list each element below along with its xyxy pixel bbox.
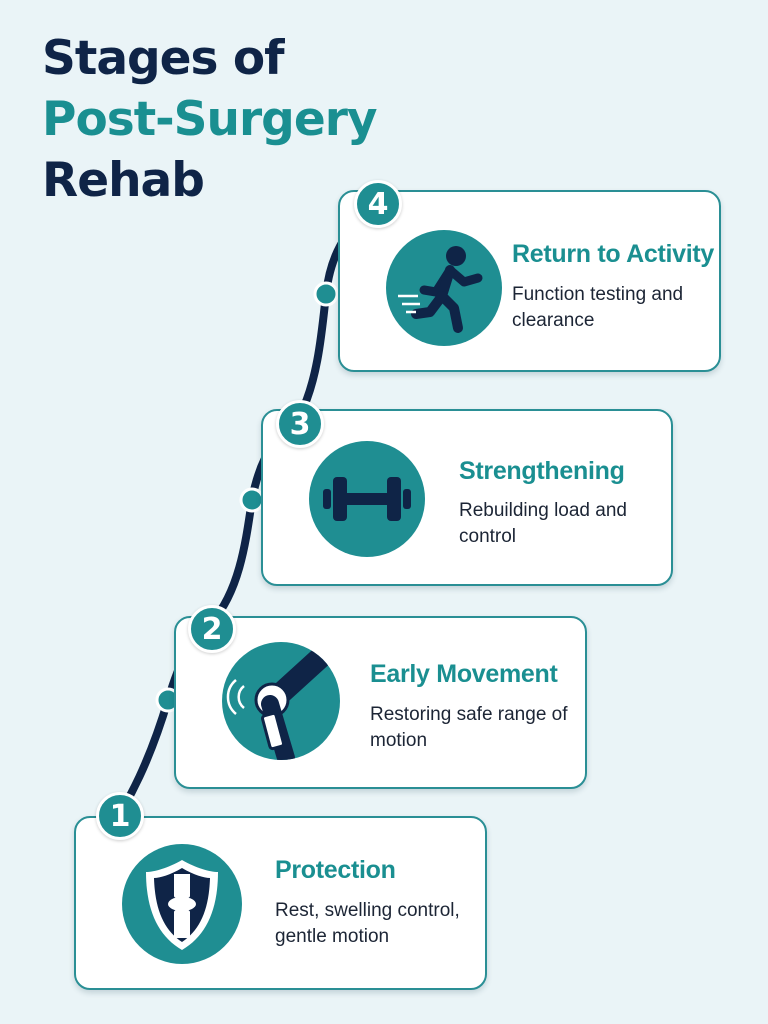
stage-number-badge-4: 4 (354, 180, 402, 228)
stage-description: Rest, swelling control, gentle motion (275, 900, 460, 947)
shield-joint-icon (122, 844, 242, 964)
stage-card-1: Protection Rest, swelling control, gentl… (74, 816, 487, 990)
dumbbell-icon (309, 441, 425, 557)
stage-title: Return to Activity (512, 240, 715, 268)
stage-title: Protection (275, 856, 396, 884)
stage-title: Strengthening (459, 457, 625, 485)
knee-joint-icon (222, 642, 340, 760)
path-dot-2 (239, 487, 265, 513)
stage-card-3: Strengthening Rebuilding load and contro… (261, 409, 673, 586)
title-line-3: Rehab (42, 153, 205, 208)
stage-number-badge-3: 3 (276, 400, 324, 448)
title-line-1: Stages of (42, 31, 285, 86)
running-person-icon (386, 230, 502, 346)
stage-title: Early Movement (370, 660, 558, 688)
title-line-2: Post-Surgery (42, 92, 378, 147)
page-title: Stages of Post-Surgery Rehab (42, 28, 378, 211)
stage-description: Rebuilding load and control (459, 500, 627, 547)
stage-number-badge-1: 1 (96, 792, 144, 840)
stage-card-2: Early Movement Restoring safe range of m… (174, 616, 587, 789)
stage-card-4: Return to Activity Function testing and … (338, 190, 721, 372)
path-dot-3 (313, 281, 339, 307)
stage-number-badge-2: 2 (188, 605, 236, 653)
stage-description: Function testing and clearance (512, 284, 684, 331)
stage-description: Restoring safe range of motion (370, 704, 568, 751)
